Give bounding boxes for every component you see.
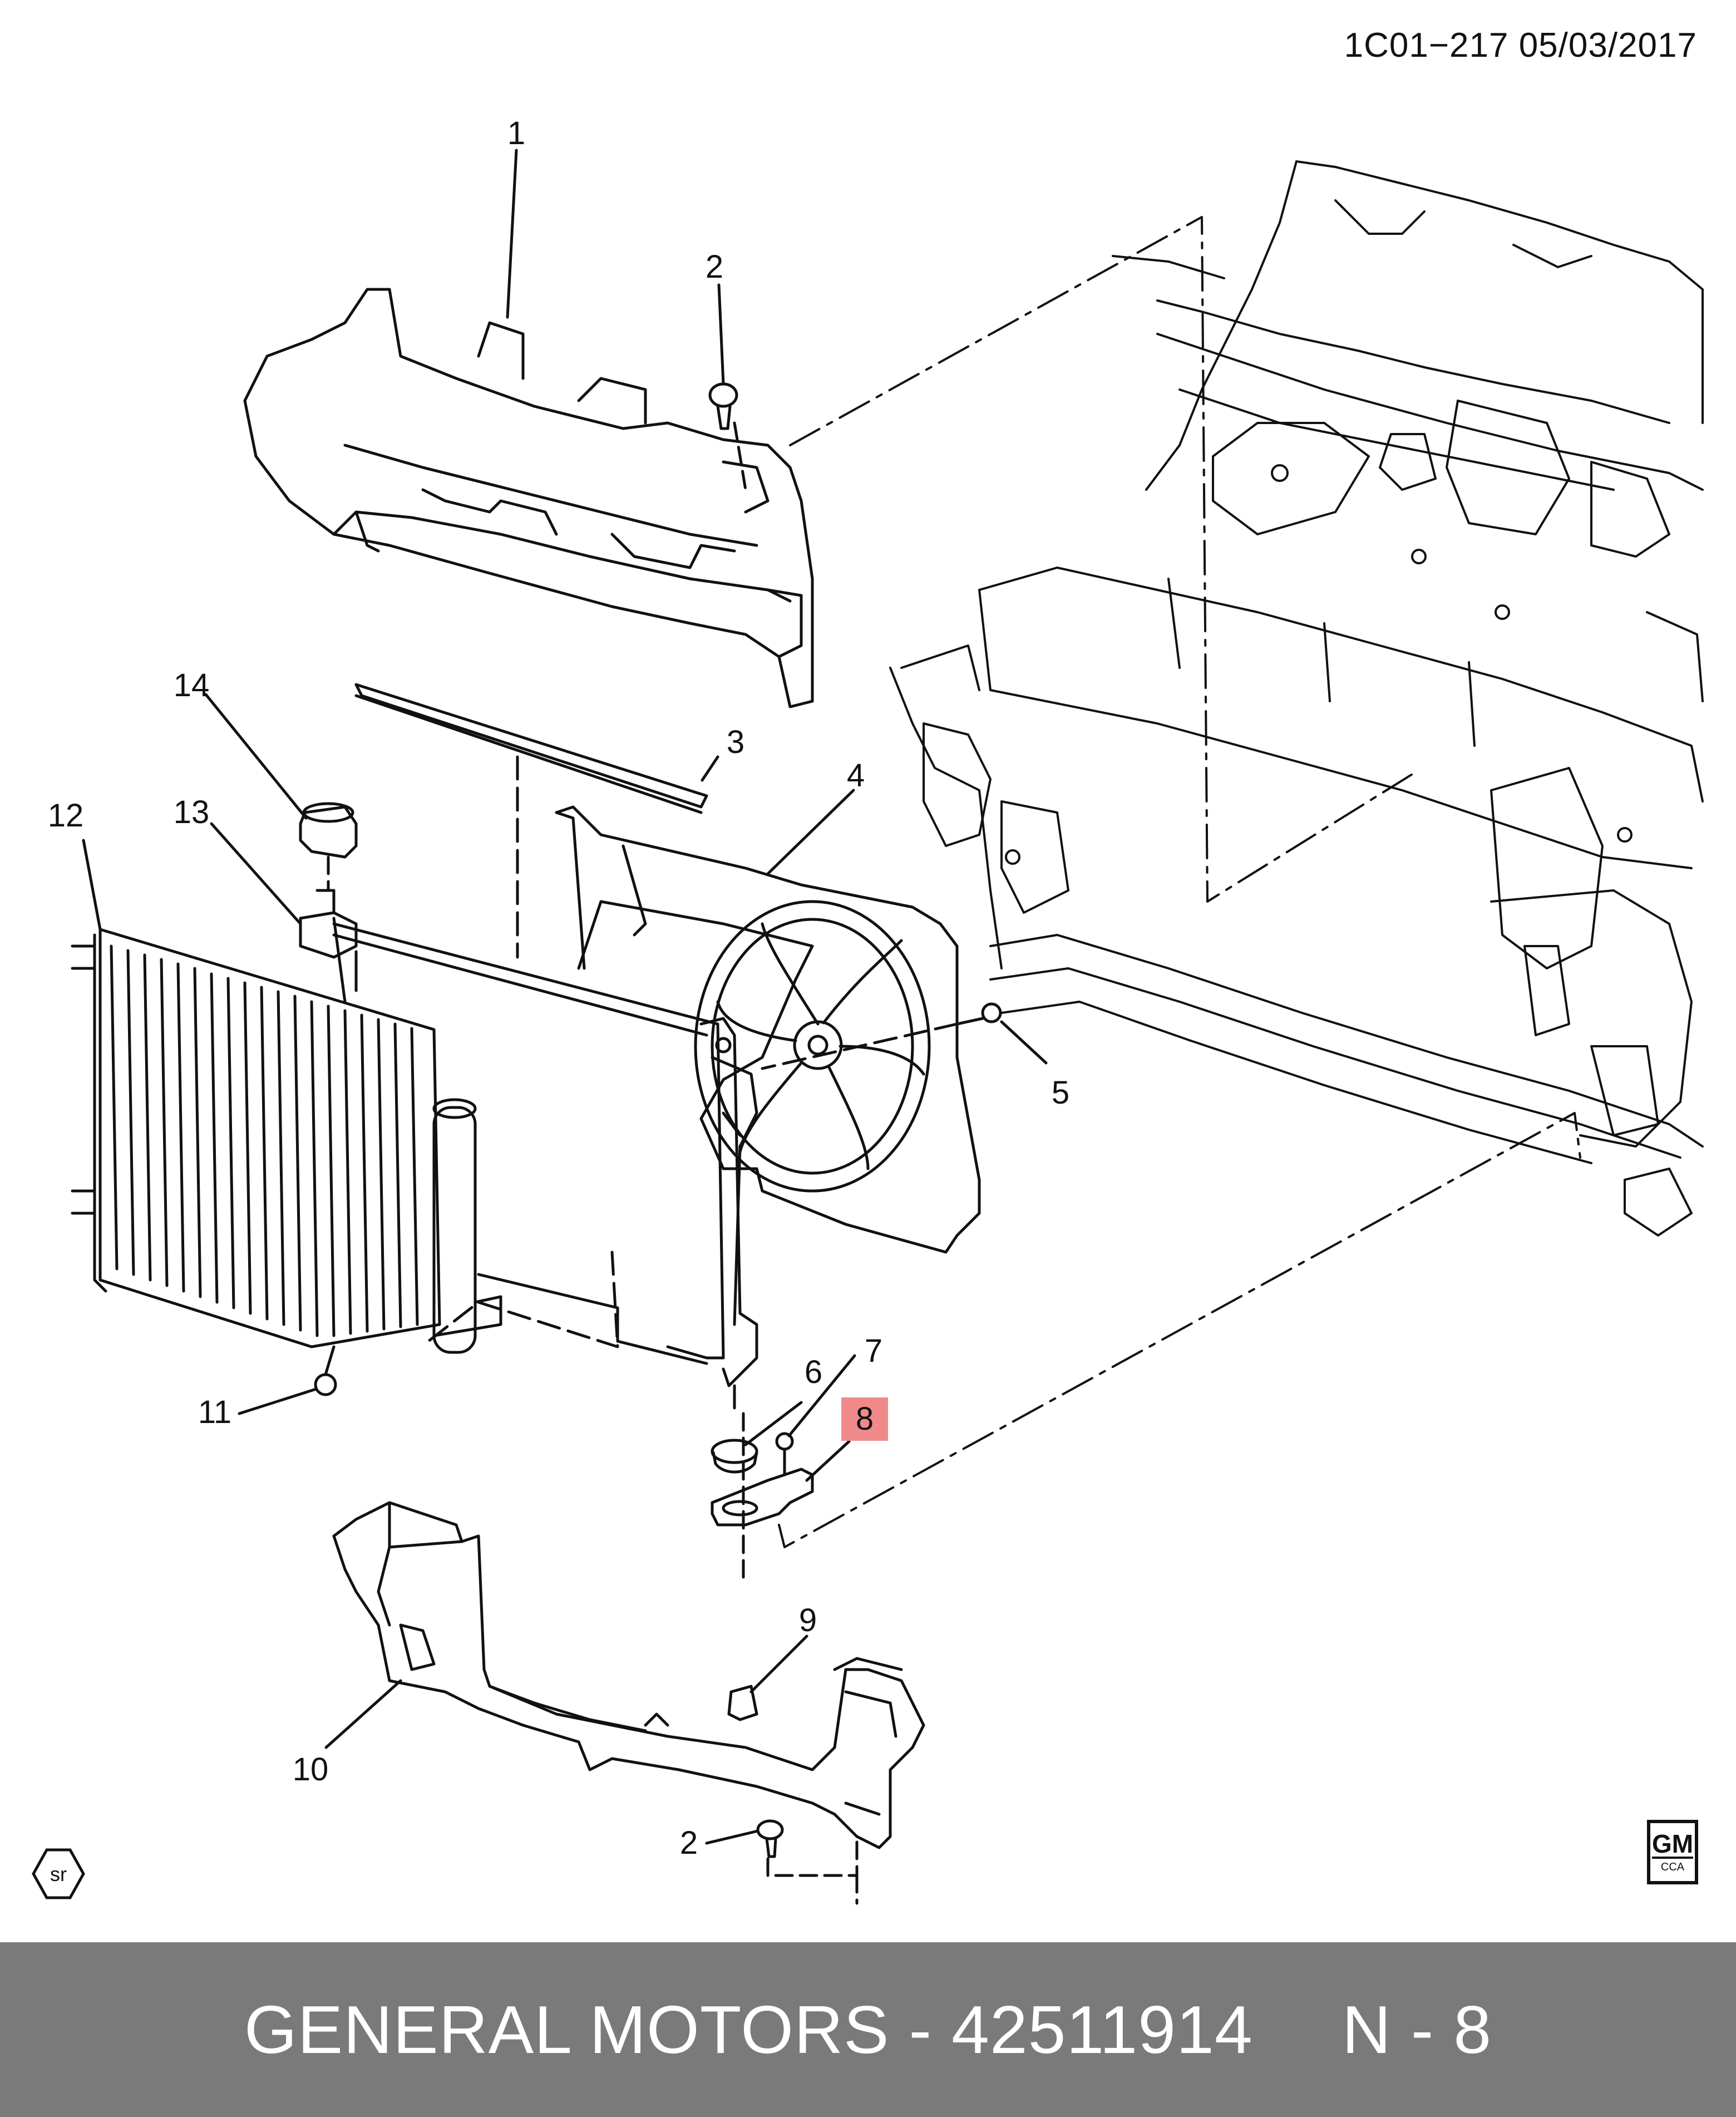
seal-strip — [354, 683, 708, 814]
leader-line-1 — [506, 149, 518, 319]
lower-air-deflector — [332, 1501, 925, 1849]
shroud-bolt — [955, 1002, 1002, 1026]
leader-line-13 — [210, 822, 302, 925]
leader-line-2-upper — [717, 283, 725, 386]
callout-1: 1 — [507, 115, 526, 151]
vehicle-front-structure — [889, 160, 1704, 1237]
link-line-shroud — [761, 1022, 959, 1070]
callout-13: 13 — [173, 794, 210, 830]
leader-line-7 — [787, 1354, 856, 1437]
leader-line-2-lower — [705, 1829, 760, 1845]
radiator-lower-bracket — [711, 1468, 814, 1527]
diagram-drawing — [71, 149, 1704, 1905]
leader-line-10 — [324, 1679, 402, 1749]
lower-grommet — [711, 1439, 758, 1474]
footer-banner: GENERAL MOTORS - 42511914 N - 8 — [0, 1942, 1736, 2117]
leader-line-6 — [744, 1401, 803, 1446]
callout-9: 9 — [798, 1602, 817, 1638]
leader-line-5 — [1000, 1020, 1048, 1065]
deflector-clip — [727, 1685, 758, 1721]
callout-14: 14 — [173, 667, 210, 703]
dash-line-2-upper — [733, 421, 747, 491]
leader-line-8 — [805, 1440, 851, 1482]
fan-shroud — [555, 805, 981, 1254]
bracket-bolt — [775, 1432, 794, 1476]
footer-page-text: N - 8 — [1342, 1992, 1492, 2067]
condenser — [71, 928, 502, 1354]
upper-air-deflector — [243, 288, 814, 708]
leader-line-4 — [766, 789, 855, 875]
leader-line-9 — [749, 1634, 808, 1693]
callout-4: 4 — [846, 757, 865, 794]
callout-8-highlighted: 8 — [841, 1397, 888, 1441]
callout-7: 7 — [864, 1333, 883, 1369]
link-line-bottom — [778, 1112, 1581, 1548]
callout-2-upper: 2 — [705, 249, 724, 285]
radiator — [332, 922, 758, 1410]
parts-diagram: 1C01−217 05/03/2017 1 2 3 4 5 6 7 8 9 10… — [32, 26, 1704, 1905]
footer-part-text: GENERAL MOTORS - 42511914 — [244, 1992, 1253, 2067]
callout-10: 10 — [292, 1751, 329, 1788]
link-line-top — [789, 216, 1414, 903]
leader-line-11 — [238, 1387, 318, 1415]
push-pin-lower — [756, 1819, 784, 1858]
callout-11: 11 — [198, 1394, 232, 1430]
gm-logo-icon: GM CCA — [1647, 1820, 1698, 1884]
link-line-lower-left — [427, 1250, 619, 1348]
callout-5: 5 — [1051, 1075, 1070, 1111]
sr-badge-icon: sr — [32, 1848, 85, 1899]
callout-2-lower: 2 — [679, 1825, 698, 1861]
leader-line-3 — [701, 755, 719, 782]
document-id: 1C01−217 05/03/2017 — [1344, 26, 1697, 65]
callout-3: 3 — [726, 724, 745, 760]
condenser-bracket — [299, 889, 358, 1003]
gm-logo-subtext: CCA — [1660, 1860, 1685, 1873]
condenser-bolt — [314, 1345, 337, 1396]
callout-6: 6 — [804, 1354, 823, 1390]
leader-line-14 — [204, 693, 308, 820]
upper-bushing — [299, 802, 358, 859]
callout-12: 12 — [47, 797, 84, 834]
gm-logo-text: GM — [1651, 1829, 1694, 1859]
leader-line-12 — [82, 839, 102, 931]
dash-line-2-lower — [766, 1835, 859, 1877]
sr-badge-text: sr — [50, 1863, 67, 1885]
push-pin-upper — [708, 382, 738, 430]
